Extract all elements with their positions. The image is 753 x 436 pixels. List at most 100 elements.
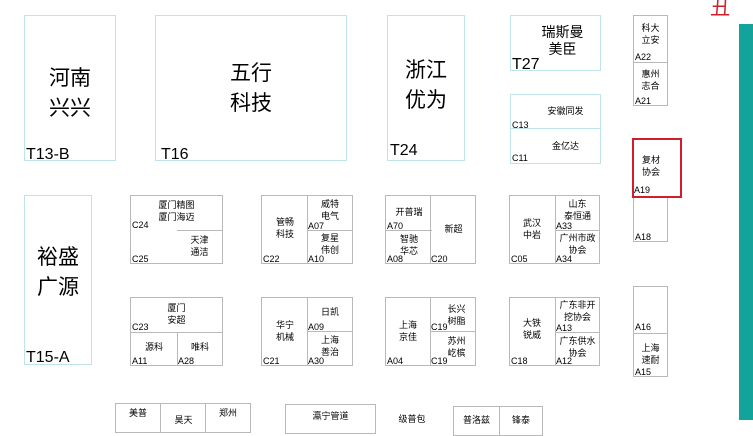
booth-c11-name: 金亿达 [551,141,579,151]
booth-a12-code: A12 [556,356,573,366]
booth-a34-code: A34 [556,254,573,264]
booth-a10-code: A10 [308,254,325,264]
booth-a08-name: 智驰 华芯 [399,234,418,256]
booth-c18-vdivider [555,298,556,365]
booth-a70-divider [386,230,432,231]
booth-c25-code: C25 [132,254,149,264]
booth-a33-name: 山东 泰恒通 [563,199,591,221]
booth-block-c23[interactable]: 厦门 安超 C23 源科 A11 唯科 A28 [130,297,223,366]
booth-a04-name: 上海 京佳 [398,320,417,342]
booth-t24-code: T24 [390,142,418,159]
booth-a16-code: A16 [635,322,652,332]
booth-t13b[interactable]: 河南 兴兴 T13-B [24,15,116,163]
booth-t24[interactable]: 浙江 优为 T24 [387,15,465,161]
booth-block-c05[interactable]: 武汉 中岩 C05 山东 泰恒通 A33 广州市政 协会 A34 [509,195,600,264]
booth-a28-name: 唯科 [190,342,209,352]
booth-c23-code: C23 [132,322,149,332]
booth-c21-name: 华宁 机械 [275,320,294,342]
booth-a07-code: A07 [308,221,325,231]
booth-t16-code: T16 [161,146,189,163]
booth-bottom-b4[interactable]: 瀛宁管道 [285,404,376,434]
booth-a22-name: 科大 立安 [641,23,660,45]
booth-a08-code: A08 [387,254,404,264]
booth-a21[interactable]: 惠州 志合 A21 [633,62,668,106]
booth-t24-name-line1: 浙江 [405,59,447,82]
booth-a16[interactable]: A16 [633,286,668,334]
booth-a07-name: 威特 电气 [320,199,339,221]
booth-c19a-divider [431,331,475,332]
booth-t16-name-line2: 科技 [230,92,272,115]
booth-a13-code: A13 [556,323,573,333]
booth-block-a04[interactable]: 上海 京佳 A04 长兴 树脂 C19 苏州 屹槟 C19 [385,297,476,366]
booth-a21-name: 惠州 志合 [641,69,660,91]
booth-a09-divider [308,331,352,332]
booth-bottom-b5-name: 级普包 [398,414,426,424]
booth-t16-name: 五行 科技 [156,59,346,119]
booth-a22[interactable]: 科大 立安 A22 [633,15,668,63]
booth-a70-vdivider [430,196,431,263]
booth-c23-name: 厦门 安超 [167,303,186,325]
booth-bottom-b7-name: 锋泰 [511,415,530,425]
booth-a04-code: A04 [387,356,404,366]
booth-a33-code: A33 [556,221,573,231]
booth-c13-divider [511,128,600,129]
booth-a30-code: A30 [308,356,325,366]
booth-c25-name: 天津 通洁 [190,235,209,257]
booth-a22-code: A22 [635,52,652,62]
booth-t13b-name-line1: 河南 [49,67,91,90]
booth-bottom-b6-block[interactable]: 普洛兹 锋泰 [453,406,543,436]
booth-c24-divider [177,230,222,231]
booth-a15-code: A15 [635,367,652,377]
booth-block-c18[interactable]: 大铁 锐威 C18 广东非开 挖协会 A13 广东供水 协会 A12 [509,297,600,366]
booth-a07-divider [308,230,352,231]
booth-bottom-b1-name: 美普 [128,408,147,418]
booth-c11-code: C11 [512,153,528,163]
booth-a70-name: 开普瑞 [395,207,423,217]
booth-block-c21[interactable]: 华宁 机械 C21 日凯 A09 上海 善治 A30 [261,297,353,366]
booth-t15a-name: 裕盛 广源 [25,243,91,303]
booth-bottom-b2-name: 昊天 [174,415,193,425]
booth-a30-name: 上海 善治 [320,335,339,357]
booth-block-c13[interactable]: 安徽同发 C13 金亿达 C11 [510,94,601,164]
booth-c13-code: C13 [512,120,529,130]
booth-a28-code: A28 [178,356,195,366]
booth-c19b-name: 苏州 屹槟 [447,336,466,358]
booth-a18[interactable]: A18 [633,196,668,242]
booth-a19-highlighted[interactable]: 复材 协会 A19 [632,138,682,198]
booth-t27[interactable]: 瑞斯曼 美臣 T27 [510,15,601,73]
booth-t27-name: 瑞斯曼 美臣 [525,24,600,58]
booth-t15a-name-line2: 广源 [37,276,79,299]
booth-block-c22[interactable]: 管畅 科技 C22 威特 电气 A07 复星 伟创 A10 [261,195,353,264]
booth-c22-vdivider [307,196,308,263]
booth-c24-code: C24 [132,220,149,230]
booth-c20-code: C20 [431,254,448,264]
booth-t27-name-line2: 美臣 [548,41,577,57]
booth-bottom-b4-name: 瀛宁管道 [312,411,349,421]
booth-t16[interactable]: 五行 科技 T16 [155,15,347,163]
booth-c23-divider [131,332,222,333]
booth-c21-code: C21 [263,356,280,366]
edge-red-glyph: 丑 [710,0,730,19]
booth-block-c24[interactable]: 厦门精图 厦门海迈 C24 天津 通洁 C25 [130,195,223,264]
booth-t16-name-line1: 五行 [230,62,272,85]
booth-c22-code: C22 [263,254,280,264]
booth-bottom-divider-2 [205,404,206,432]
booth-a70-code: A70 [387,221,404,231]
booth-c05-code: C05 [511,254,528,264]
booth-a18-code: A18 [635,232,652,242]
booth-t24-name-line2: 优为 [405,89,447,112]
booth-t15a[interactable]: 裕盛 广源 T15-A [24,195,92,366]
booth-t13b-code: T13-B [26,146,70,163]
booth-bottom-left-block[interactable]: 美普 昊天 郑州 [115,403,251,433]
booth-t15a-code: T15-A [26,349,70,366]
booth-a21-code: A21 [635,96,652,106]
booth-a09-code: A09 [308,322,325,332]
booth-a15[interactable]: 上海 速耐 A15 [633,333,668,377]
booth-c20-name: 新超 [444,224,463,234]
booth-a09-name: 日凯 [320,307,339,317]
right-edge-bar [739,24,753,420]
booth-a04-vdivider [430,298,431,365]
booth-bottom-b6-name: 普洛兹 [462,415,490,425]
booth-a15-name: 上海 速耐 [641,343,660,365]
booth-block-a70[interactable]: 开普瑞 A70 智驰 华芯 A08 新超 C20 [385,195,476,264]
